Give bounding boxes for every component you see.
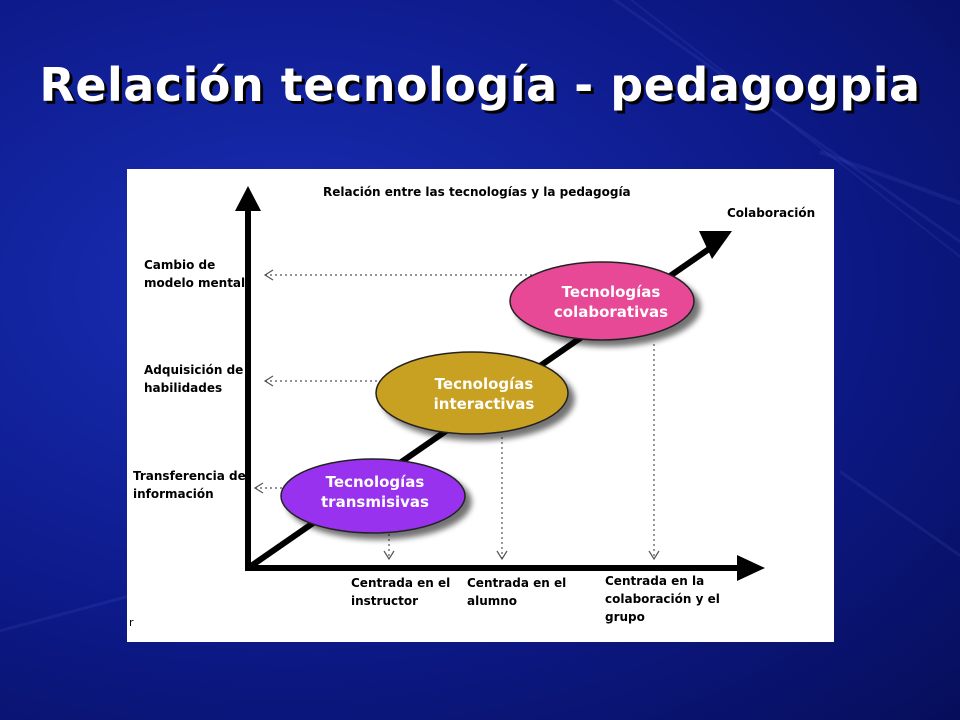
diagram-canvas: Relación entre las tecnologías y la peda…: [129, 185, 815, 629]
node-label: transmisivas: [321, 493, 429, 511]
node-transmisivas: Tecnologías transmisivas: [280, 458, 466, 534]
node-ellipse: [509, 261, 695, 341]
y-axis-arrowhead: [235, 186, 261, 211]
background-streak: [839, 470, 960, 588]
node-interactivas: Tecnologías interactivas: [375, 351, 569, 435]
x-level-label: instructor: [351, 594, 418, 608]
x-level-label: colaboración y el: [605, 592, 720, 606]
node-ellipse: [375, 351, 569, 435]
x-level-label: Centrada en el: [467, 576, 566, 590]
guide-arrowhead: [496, 550, 508, 561]
guide-arrowhead: [253, 482, 264, 494]
node-label: Tecnologías: [435, 375, 534, 393]
node-ellipse: [280, 458, 466, 534]
progression-label: Colaboración: [727, 206, 815, 220]
guide-arrowhead: [263, 375, 274, 387]
footnote-mark: r: [129, 616, 134, 629]
x-level-label: grupo: [605, 610, 645, 624]
diagram-panel: Relación entre las tecnologías y la peda…: [127, 169, 834, 642]
y-level-label: Transferencia de: [133, 469, 246, 483]
guide-arrowhead: [383, 550, 395, 561]
y-level-label: Adquisición de: [144, 363, 243, 377]
node-label: Tecnologías: [562, 283, 661, 301]
node-label: Tecnologías: [326, 473, 425, 491]
guide-arrowhead: [648, 550, 660, 561]
x-level-label: alumno: [467, 594, 517, 608]
node-label: interactivas: [434, 395, 535, 413]
x-level-label: Centrada en el: [351, 576, 450, 590]
y-level-label: habilidades: [144, 381, 222, 395]
x-level-label: Centrada en la: [605, 574, 704, 588]
node-colaborativas: Tecnologías colaborativas: [509, 261, 695, 341]
slide-title: Relación tecnología - pedagogpia: [39, 58, 921, 112]
y-level-label: modelo mental: [144, 276, 245, 290]
guide-arrowhead: [263, 269, 274, 281]
y-level-label: información: [133, 487, 214, 501]
node-label: colaborativas: [554, 303, 668, 321]
progression-arrowhead: [699, 231, 732, 259]
x-axis-arrowhead: [737, 555, 765, 581]
diagram-title: Relación entre las tecnologías y la peda…: [323, 185, 631, 199]
y-level-label: Cambio de: [144, 258, 215, 272]
